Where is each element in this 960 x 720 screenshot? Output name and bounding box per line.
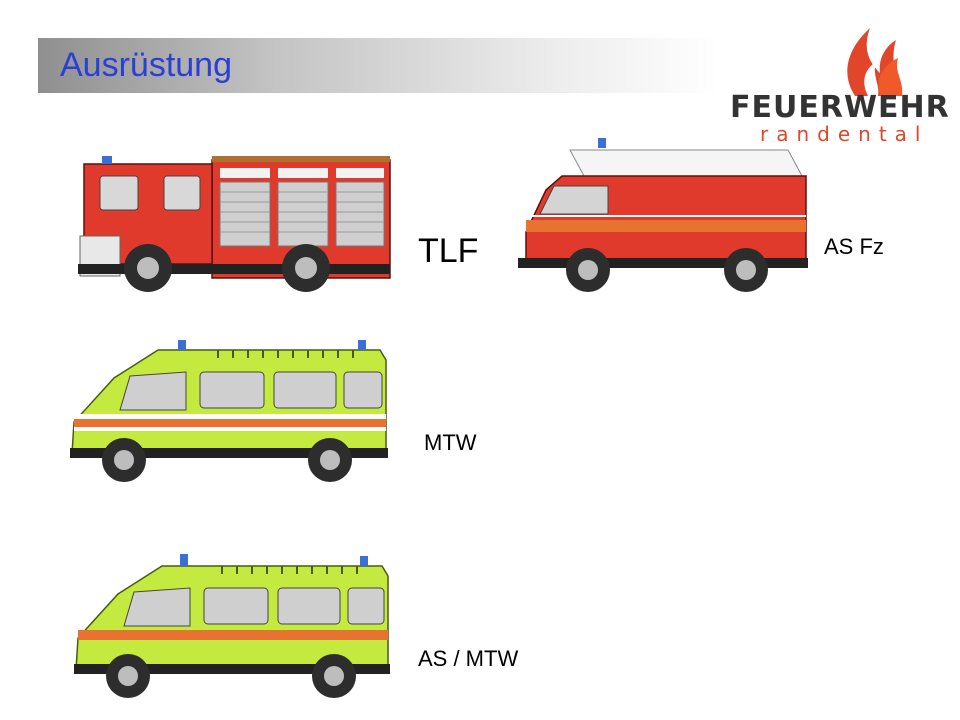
as-mtw-van-image <box>74 554 390 698</box>
as-fz-van-image <box>518 138 808 292</box>
tlf-fire-truck-image <box>78 156 391 292</box>
slide-title: Ausrüstung <box>60 46 232 84</box>
vehicle-label-tlf: TLF <box>418 232 479 270</box>
mtw-van-image <box>70 340 388 482</box>
vehicle-label-as-mtw: AS / MTW <box>418 646 519 671</box>
logo-location-text: randental <box>760 122 929 146</box>
feuerwehr-logo: FEUERWEHR randental <box>720 18 949 153</box>
vehicle-label-as-fz: AS Fz <box>824 234 884 259</box>
flame-icon <box>847 28 903 96</box>
logo-brand-text: FEUERWEHR <box>730 90 950 125</box>
title-bar: Ausrüstung <box>38 38 720 93</box>
vehicle-label-mtw: MTW <box>424 430 477 455</box>
